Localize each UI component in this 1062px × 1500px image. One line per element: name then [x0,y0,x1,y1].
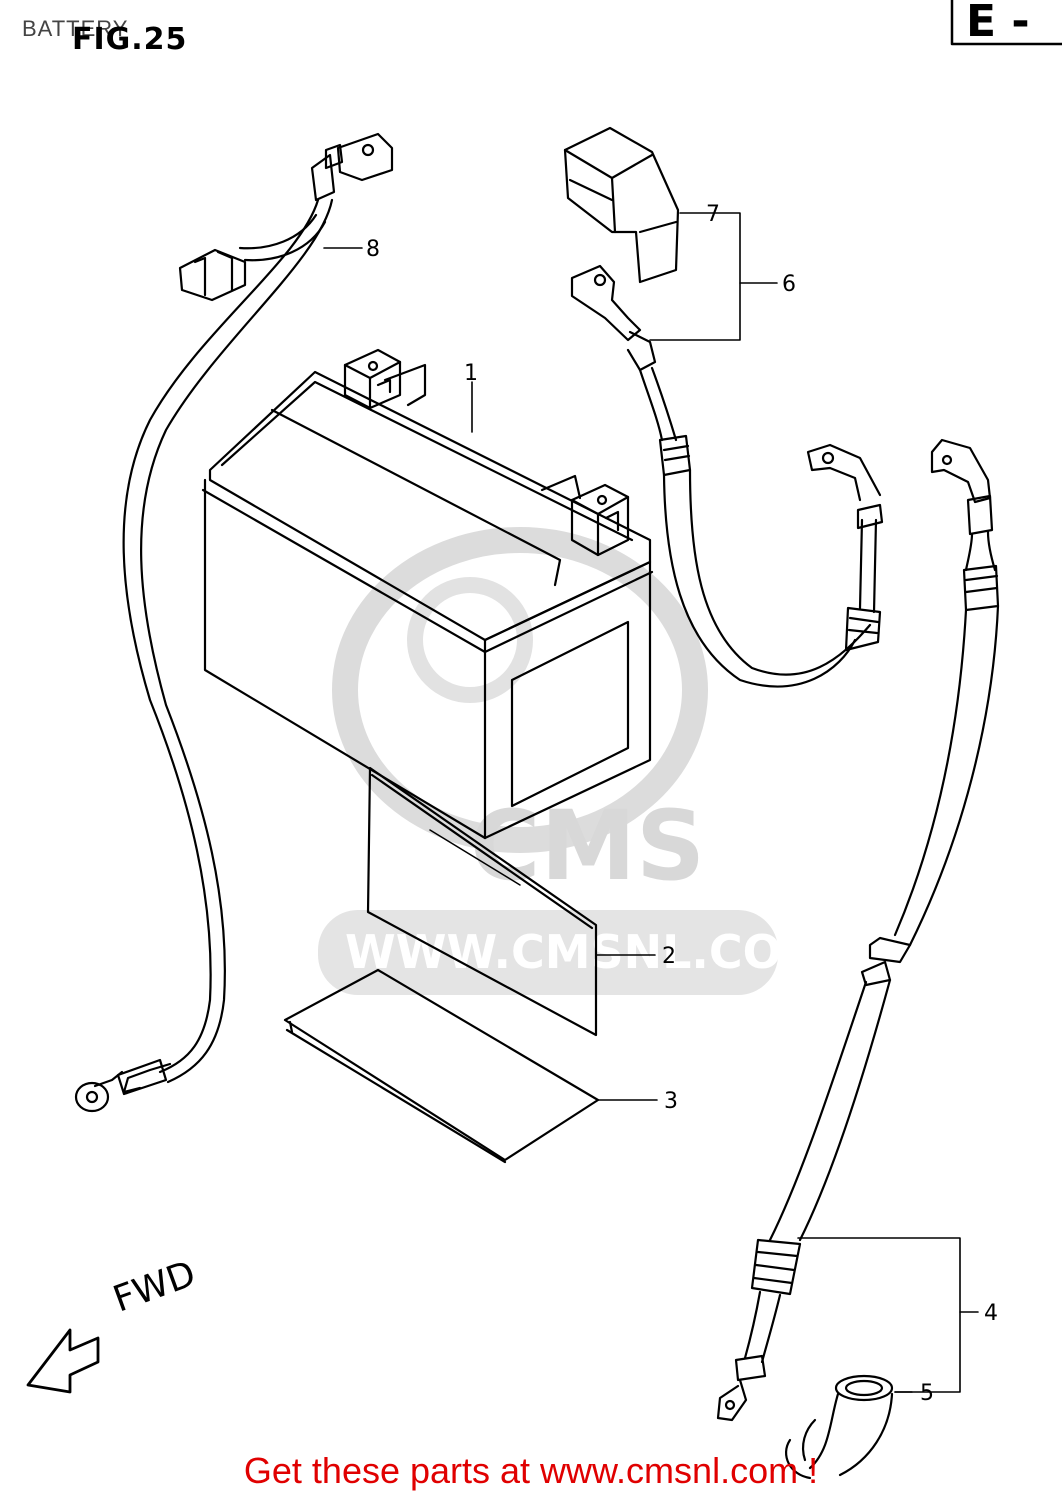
terminal-cap-part [784,1374,894,1480]
callout-3: 3 [664,1089,678,1114]
battery-pad-part [283,968,600,1164]
watermark-brand: CMS [470,790,706,902]
minus-lead-cable-part [716,438,1000,1422]
callout-1: 1 [464,361,478,386]
callout-7: 7 [706,202,720,227]
caption: BATTERY [22,16,129,41]
plus-lead-cable-part [570,264,884,688]
watermark-url: WWW.CMSNL.COM [345,925,828,979]
cable-harness-part [74,132,394,1113]
callout-6: 6 [782,272,796,297]
callout-2: 2 [662,944,676,969]
terminal-cover-part [563,126,680,284]
battery-plate-part [366,766,598,1037]
battery-part [201,348,654,840]
figure-title: FIG.25 [72,22,188,57]
callout-5: 5 [920,1381,934,1406]
fwd-arrow-icon [26,1328,100,1394]
callout-leaders [323,212,979,1393]
callout-8: 8 [366,237,380,262]
footer-link[interactable]: Get these parts at www.cmsnl.com ! [243,1450,819,1491]
section-box [950,0,1062,46]
section-label: E - [966,0,1030,47]
callout-4: 4 [984,1301,998,1326]
